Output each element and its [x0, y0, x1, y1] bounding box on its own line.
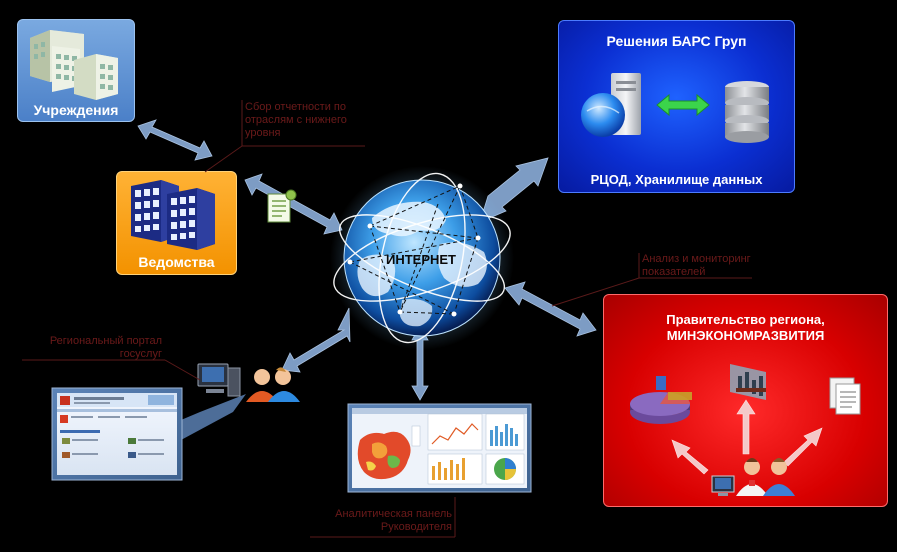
institutions-label: Учреждения [33, 102, 119, 118]
portal-screenshot [51, 387, 183, 481]
dashboard-screenshot [347, 403, 532, 493]
computer-users-icon [197, 363, 300, 402]
government-title-line2: МИНЭКОНОМРАЗВИТИЯ [666, 328, 825, 343]
collection-note-line1: Сбор отчетности по [245, 101, 346, 113]
arrow-institutions-departments [137, 119, 213, 161]
bars-group-box: Решения БАРС Груп [558, 20, 795, 193]
document-stack-icon [829, 377, 861, 415]
dashboard-note: Аналитическая панель Руководителя [300, 508, 452, 534]
report-document-icon [267, 189, 297, 223]
bars-title: Решения БАРС Груп [606, 33, 747, 49]
government-title-line1: Правительство региона, [666, 312, 825, 327]
collection-note: Сбор отчетности по отраслям с нижнего ур… [245, 101, 347, 140]
analysis-note-leader [551, 277, 640, 307]
departments-box: Ведомства [116, 171, 237, 275]
pie-chart-icon [630, 376, 692, 424]
server-icon [581, 73, 641, 137]
portal-callout-pointer [181, 394, 246, 440]
double-arrow-icon [656, 93, 710, 117]
dashboard-note-line2: Руководителя [380, 521, 452, 533]
building-icon [30, 30, 118, 100]
bar-chart-3d-icon [730, 364, 766, 400]
office-buildings-icon [131, 180, 215, 250]
government-graphics [630, 364, 861, 496]
internet-label: ИНТЕРНЕТ [385, 252, 456, 267]
server-storage-graphic [581, 73, 769, 143]
portal-note-line1: Региональный портал [49, 335, 162, 347]
arrow-departments-internet [244, 173, 343, 235]
dashboard-note-line1: Аналитическая панель [335, 508, 452, 520]
institutions-box: Учреждения [17, 19, 135, 122]
government-arrows [671, 399, 823, 475]
analysis-note-line1: Анализ и мониторинг [642, 253, 751, 265]
collection-note-line3: уровня [245, 127, 281, 139]
collection-note-leader [204, 145, 243, 173]
internet-globe-icon [330, 166, 514, 350]
arrow-internet-portal [281, 307, 351, 373]
departments-label: Ведомства [138, 254, 215, 270]
portal-note-leader [164, 359, 201, 381]
analysis-note: Анализ и мониторинг показателей [642, 253, 751, 279]
portal-note: Региональный портал госуслуг [16, 335, 162, 361]
database-icon [725, 81, 769, 143]
analysis-note-line2: показателей [642, 266, 706, 278]
arrow-internet-government [504, 281, 597, 337]
region-map [357, 431, 411, 480]
bars-subtitle: РЦОД, Хранилище данных [590, 172, 763, 187]
officials-icon [711, 458, 795, 496]
portal-note-line2: госуслуг [119, 348, 162, 360]
government-title: Правительство региона, МИНЭКОНОМРАЗВИТИЯ [604, 312, 887, 344]
note-callout-lines [22, 100, 752, 538]
collection-note-line2: отраслям с нижнего [245, 114, 347, 126]
